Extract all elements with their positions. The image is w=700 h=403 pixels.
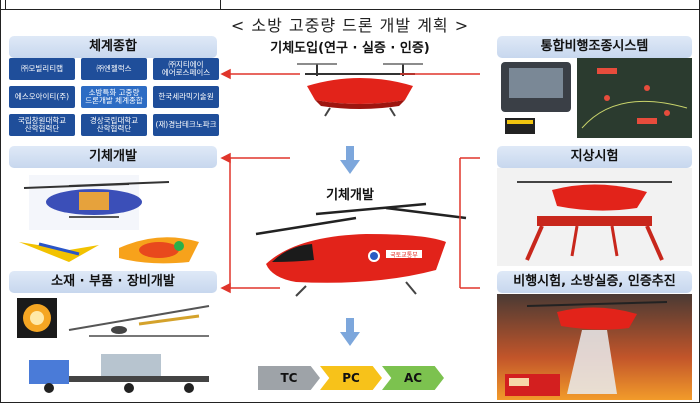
panel-header-airframe-dev: 기체개발 (9, 146, 217, 168)
drone-helicopter-image: 국토교통부 (255, 202, 467, 297)
flight-test-image (497, 294, 692, 400)
airframe-cad-image (9, 170, 217, 270)
panel-header-integrated-control: 통합비행조종시스템 (497, 36, 692, 58)
drone-marking: 국토교통부 (390, 252, 418, 259)
stage-tc: TC (258, 366, 320, 390)
org-box: 국립창원대학교 산학협력단 (9, 114, 75, 136)
org-box-system-integrator: 소방특화 고중량 드론개발 체계종합 (81, 86, 147, 108)
figure-subtitle: 기체도입(연구 · 실증 · 인증) (270, 41, 430, 56)
stage-ac: AC (382, 366, 444, 390)
stage-pc: PC (320, 366, 382, 390)
panel-header-system-integration: 체계종합 (9, 36, 217, 58)
panel-header-ground-test: 지상시험 (497, 146, 692, 168)
drone-quadcopter-image (297, 63, 423, 117)
org-box: (재)경남테크노파크 (153, 114, 219, 136)
arrow-down-icon (340, 318, 360, 346)
figure-title: < 소방 고중량 드론 개발 계획 > (230, 16, 470, 35)
panel-header-flight-test: 비행시험, 소방실증, 인증추진 (497, 271, 692, 293)
control-system-image (497, 58, 692, 138)
center-label: 기체개발 (326, 188, 374, 203)
top-border (0, 0, 700, 10)
org-box: 경상국립대학교 산학협력단 (81, 114, 147, 136)
org-box: ㈜모빌리티랩 (9, 58, 75, 80)
org-box: ㈜엔젤럭스 (81, 58, 147, 80)
org-box: 한국세라믹기술원 (153, 86, 219, 108)
org-box: ㈜지티에이 에어로스페이스 (153, 58, 219, 80)
organization-grid: ㈜모빌리티랩 ㈜엔젤럭스 ㈜지티에이 에어로스페이스 에스오아이티(주) 소방특… (9, 58, 219, 136)
panel-header-materials-parts: 소재 · 부품 · 장비개발 (9, 271, 217, 293)
org-box: 에스오아이티(주) (9, 86, 75, 108)
ground-test-image (497, 168, 692, 266)
arrow-down-icon (340, 146, 360, 174)
materials-parts-image (9, 294, 217, 400)
connector-arrows (220, 68, 480, 294)
